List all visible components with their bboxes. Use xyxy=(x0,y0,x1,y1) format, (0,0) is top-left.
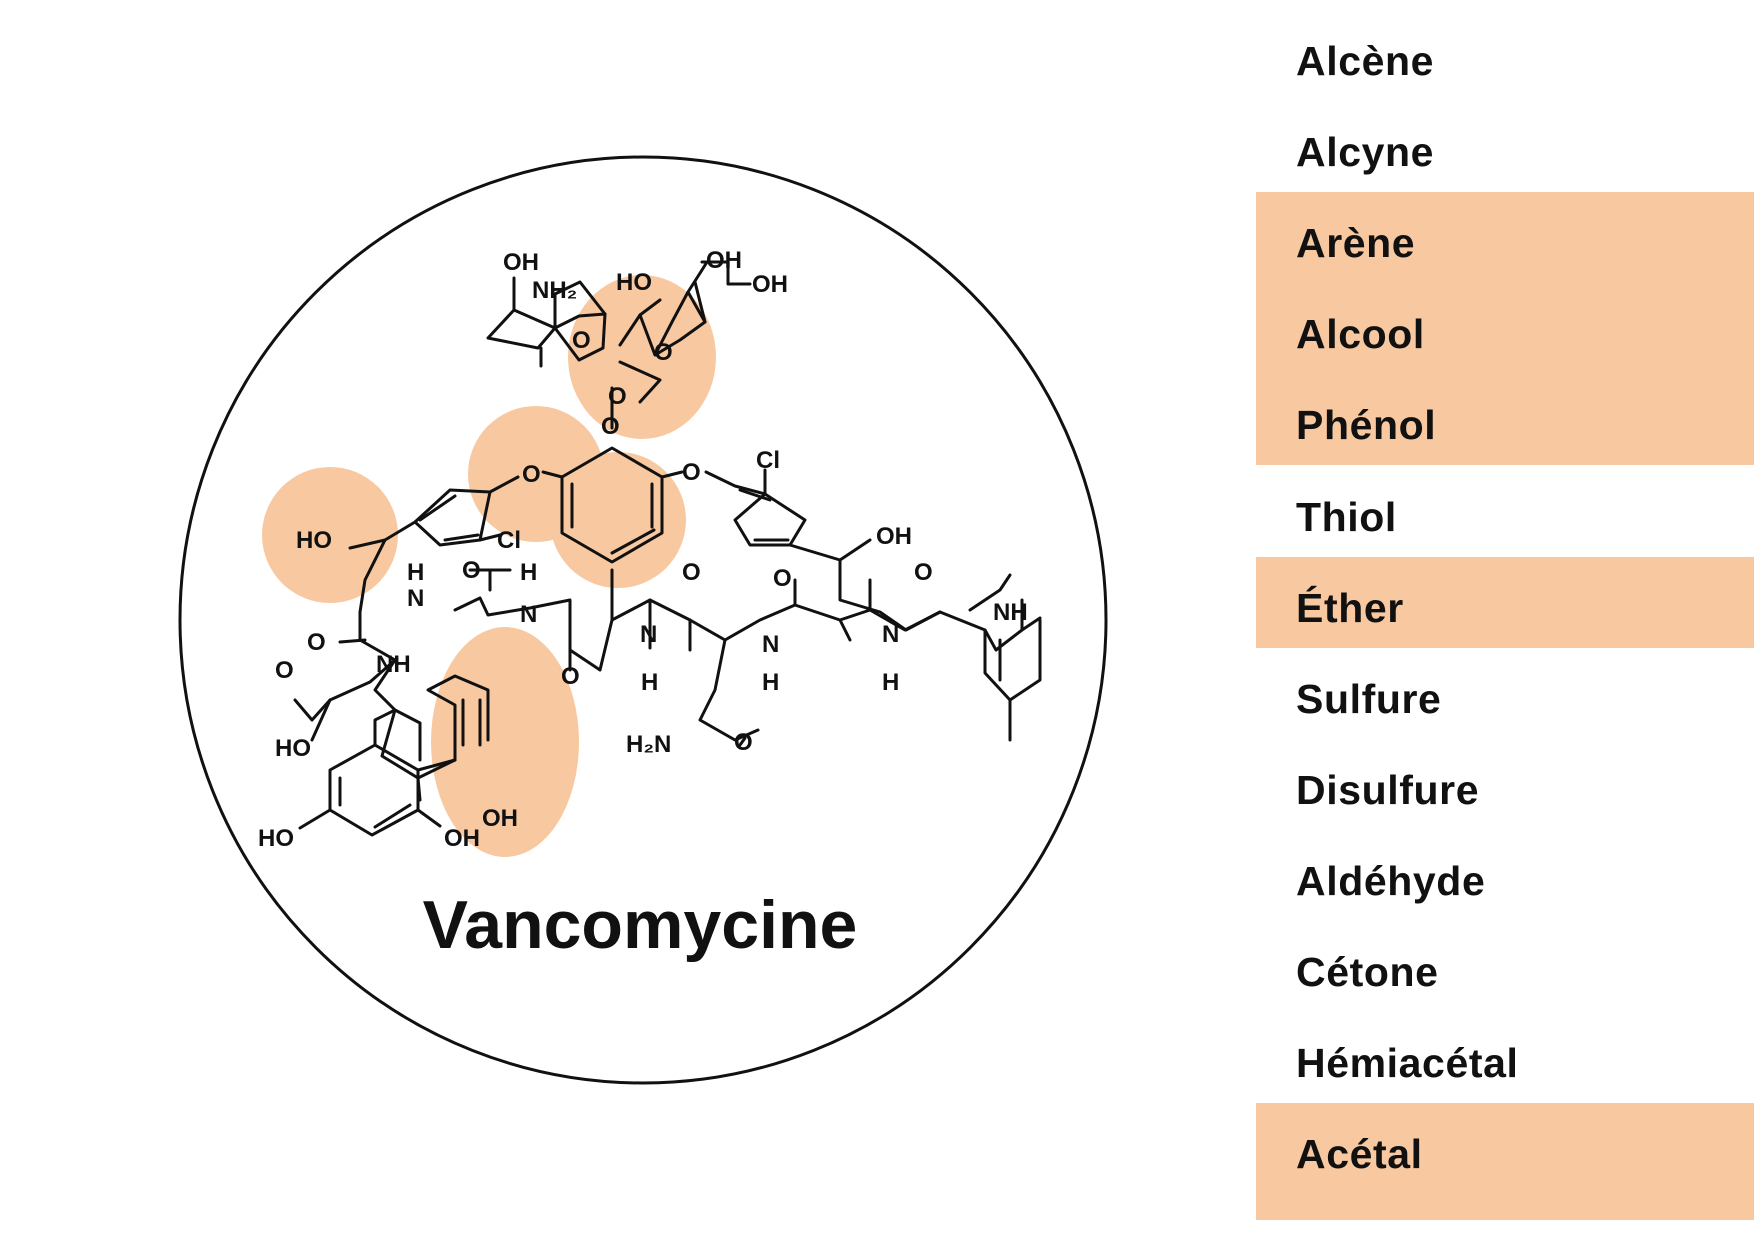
molecule-bonds xyxy=(293,260,1042,802)
functional-group-label: Acétal xyxy=(1296,1131,1423,1178)
label-h-nh1: H xyxy=(407,559,424,586)
label-oh-sugar-r1: OH xyxy=(706,247,742,274)
functional-group-row: Disulfure xyxy=(1256,739,1754,830)
label-cl-right: Cl xyxy=(756,447,780,474)
label-ho-acid: HO xyxy=(275,735,311,762)
label-o-c4: O xyxy=(682,559,701,586)
functional-group-label: Disulfure xyxy=(1296,766,1480,813)
label-ho-sugar: HO xyxy=(616,269,652,296)
functional-group-label: Hémiacétal xyxy=(1296,1040,1519,1087)
functional-group-row: Hémiacétal xyxy=(1256,1012,1754,1103)
functional-group-label: Alcène xyxy=(1296,38,1435,84)
functional-group-row: Éther xyxy=(1256,556,1754,648)
highlight-phenol xyxy=(431,627,579,857)
label-cl-left: Cl xyxy=(497,527,521,554)
functional-group-row: Sulfure xyxy=(1256,648,1754,739)
label-n-6: N xyxy=(882,621,899,648)
functional-group-label: Alcool xyxy=(1296,311,1425,358)
label-o-ring2a: O xyxy=(654,339,673,366)
label-o-c1: O xyxy=(462,557,481,584)
functional-group-label: Phénol xyxy=(1296,402,1437,449)
label-n-5: N xyxy=(762,631,779,658)
label-h-6: H xyxy=(882,669,899,696)
molecule-bonds-lower xyxy=(298,638,1002,837)
label-h-nh2: H xyxy=(520,559,537,586)
functional-group-row: Alcyne xyxy=(1256,101,1754,192)
functional-group-row: Phénol xyxy=(1256,374,1754,466)
label-o-c3: O xyxy=(561,663,580,690)
label-o-c2: O xyxy=(307,629,326,656)
label-oh-sugar-r2: OH xyxy=(752,271,788,298)
molecule-circle xyxy=(178,155,1108,1085)
label-o-ether-right: O xyxy=(682,459,701,486)
functional-group-row: Arène xyxy=(1256,192,1754,284)
label-o-amide: O xyxy=(734,729,753,756)
functional-group-row: Acétal xyxy=(1256,1103,1754,1221)
label-o-ring2b: O xyxy=(608,383,627,410)
label-oh-sugar-top: OH xyxy=(503,249,539,276)
functional-group-row: Alcène xyxy=(1256,10,1754,101)
label-o-ether-left: O xyxy=(522,461,541,488)
label-n-nh1: N xyxy=(407,585,424,612)
functional-group-label: Aldéhyde xyxy=(1296,857,1486,904)
functional-group-label: Cétone xyxy=(1296,949,1439,995)
label-oh-right: OH xyxy=(876,523,912,550)
label-h-4: H xyxy=(641,669,658,696)
label-nh2: NH₂ xyxy=(532,277,577,304)
label-n-nh2: N xyxy=(520,601,537,628)
highlight-alcohol xyxy=(262,467,398,603)
label-oh-res1: OH xyxy=(444,825,480,852)
label-nh-3: NH xyxy=(376,651,411,678)
label-n-4: N xyxy=(640,621,657,648)
label-o-c6: O xyxy=(914,559,933,586)
label-h2n: H₂N xyxy=(626,731,671,758)
label-ho-left: HO xyxy=(296,527,332,554)
functional-group-row: Thiol xyxy=(1256,466,1754,557)
label-ho-res1: HO xyxy=(258,825,294,852)
label-o-acid: O xyxy=(275,657,294,684)
functional-group-label: Arène xyxy=(1296,220,1416,267)
functional-group-row: Cétone xyxy=(1256,921,1754,1012)
atom-labels: OH NH₂ HO OH OH O O O O O O Cl Cl HO OH … xyxy=(258,247,1028,852)
molecule-name: Vancomycine xyxy=(423,887,858,963)
label-oh-res2: OH xyxy=(482,805,518,832)
functional-group-label: Sulfure xyxy=(1296,675,1442,722)
label-o-glyc: O xyxy=(601,413,620,440)
label-h-5: H xyxy=(762,669,779,696)
functional-group-row: Aldéhyde xyxy=(1256,830,1754,921)
functional-group-row: Alcool xyxy=(1256,283,1754,375)
label-o-ring1: O xyxy=(572,327,591,354)
functional-group-label: Alcyne xyxy=(1296,129,1435,176)
label-o-c5: O xyxy=(773,565,792,592)
functional-group-label: Thiol xyxy=(1296,493,1397,540)
label-nh-me: NH xyxy=(993,599,1028,626)
functional-group-label: Éther xyxy=(1296,584,1404,631)
